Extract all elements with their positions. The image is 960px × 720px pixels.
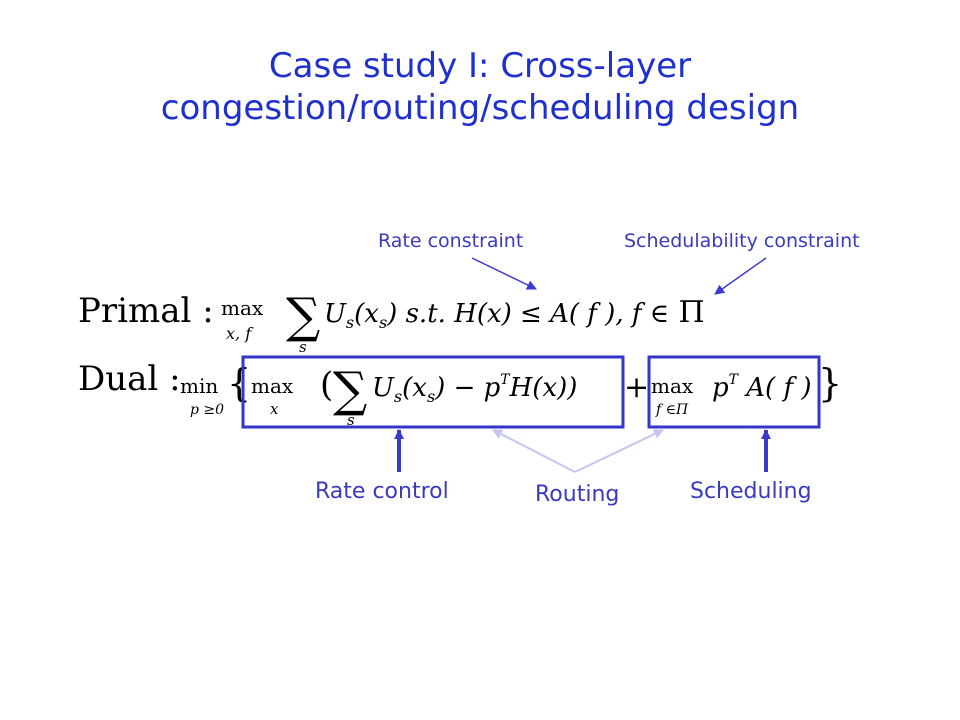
schedulability-constraint-arrow (714, 257, 767, 295)
svg-text:pT A( f ): pT A( f ) (712, 372, 811, 403)
svg-text:{: { (227, 361, 251, 405)
rate-control-label: Rate control (315, 479, 449, 504)
rate-constraint-arrow (471, 257, 537, 290)
primal-formula: Primal : max x, f ∑ s Us(xs) s.t. H(x) ≤… (78, 288, 705, 356)
svg-text:x, f: x, f (226, 324, 254, 343)
svg-text:+: + (624, 370, 649, 405)
svg-text:f ∈Π: f ∈Π (655, 402, 689, 418)
svg-text:Primal :: Primal : (78, 291, 214, 331)
svg-text:max: max (251, 374, 294, 398)
rate-constraint-label: Rate constraint (378, 230, 524, 252)
svg-text:min: min (180, 374, 218, 398)
svg-text:(: ( (320, 365, 333, 405)
routing-arrow-right (574, 429, 664, 473)
svg-text:Dual :: Dual : (78, 359, 181, 399)
svg-text:s: s (347, 411, 355, 429)
svg-text:∑: ∑ (333, 362, 367, 418)
rate-control-routing-box (241, 355, 625, 429)
routing-arrow-left (492, 429, 576, 473)
routing-label: Routing (535, 482, 620, 507)
svg-text:p ≥0: p ≥0 (190, 402, 224, 418)
dual-formula: Dual : min p ≥0 { max x ( ∑ s Us(xs) − p… (78, 359, 842, 429)
svg-text:x: x (270, 400, 279, 418)
svg-text:∑: ∑ (286, 288, 320, 344)
slide-title-line-1: Case study I: Cross-layer (268, 46, 692, 86)
svg-text:s: s (299, 338, 307, 356)
svg-text:Us(xs) s.t. H(x) ≤ A( f ), f: Us(xs) s.t. H(x) ≤ A( f ), f ∈ Π (324, 295, 705, 332)
svg-text:}: } (818, 361, 842, 405)
svg-text:Us(xs) − pTH(x)): Us(xs) − pTH(x)) (372, 372, 577, 406)
svg-text:max: max (651, 374, 694, 398)
scheduling-label: Scheduling (690, 479, 812, 504)
svg-text:max: max (221, 296, 264, 320)
schedulability-constraint-label: Schedulability constraint (624, 230, 860, 252)
slide-title-line-2: congestion/routing/scheduling design (160, 88, 800, 128)
scheduling-box (647, 355, 821, 429)
